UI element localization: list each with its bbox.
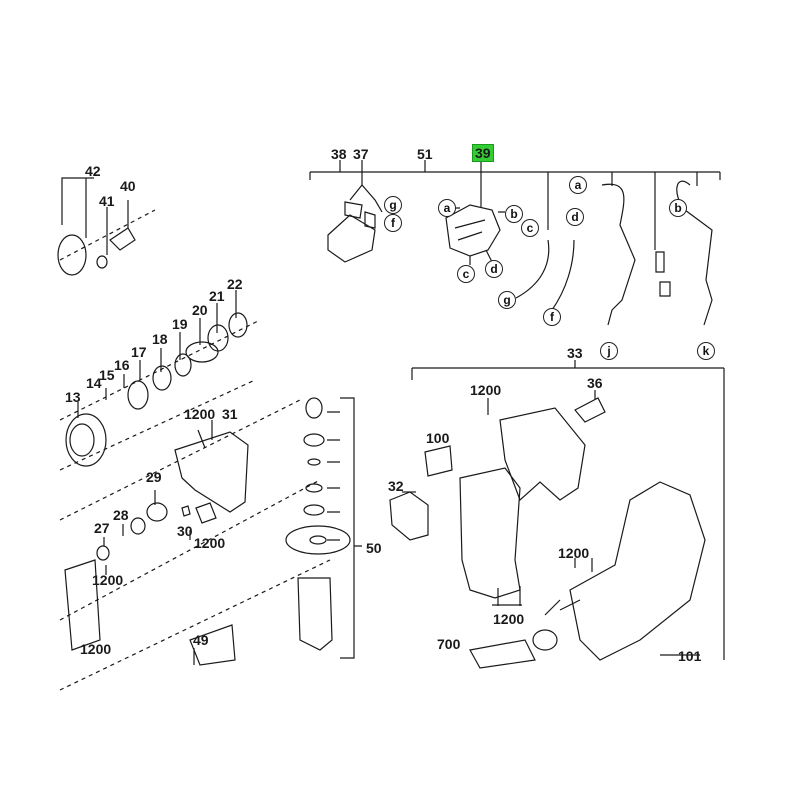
part-label-29: 29: [146, 469, 162, 485]
part-label-31: 31: [222, 406, 238, 422]
part-label-27: 27: [94, 520, 110, 536]
part-label-50: 50: [366, 540, 382, 556]
part-label-30: 30: [177, 523, 193, 539]
trigger-switch-shape: [445, 204, 501, 257]
callout-g-wire: g: [498, 291, 516, 309]
part-label-38: 38: [331, 146, 347, 162]
callout-a-wire: a: [569, 176, 587, 194]
part-label-16: 16: [114, 357, 130, 373]
callout-b-wire: b: [669, 199, 687, 217]
gear-13-shape: [65, 413, 107, 467]
part-label-1200-c: 1200: [92, 572, 124, 588]
part-label-18: 18: [152, 331, 168, 347]
part-label-1200-e: 1200: [470, 382, 502, 398]
armature-group-bracket: [340, 397, 362, 659]
part-label-51: 51: [417, 146, 433, 162]
part-label-1200-f: 1200: [558, 545, 590, 561]
part-label-14: 14: [86, 375, 102, 391]
handle-101-shape: [569, 481, 706, 661]
callout-f-wire: f: [543, 308, 561, 326]
gear-housing-31-shape: [174, 431, 249, 513]
callout-k: k: [697, 342, 715, 360]
part-label-41: 41: [99, 193, 115, 209]
part-label-21: 21: [209, 288, 225, 304]
part-label-40: 40: [120, 178, 136, 194]
callout-c-39: c: [457, 265, 475, 283]
callout-c-wire: c: [521, 219, 539, 237]
callout-f-38: f: [384, 214, 402, 232]
wire-c: [515, 239, 550, 299]
part-label-32: 32: [388, 478, 404, 494]
wire-j: [601, 183, 636, 326]
wire-k: [676, 180, 713, 326]
part-label-1200-d: 1200: [80, 641, 112, 657]
part-label-1200-g: 1200: [493, 611, 525, 627]
callout-b-39: b: [505, 205, 523, 223]
housing-group-bracket: [411, 367, 725, 660]
part-label-19: 19: [172, 316, 188, 332]
part-label-37: 37: [353, 146, 369, 162]
part-label-28: 28: [113, 507, 129, 523]
part-label-39-highlighted: 39: [472, 144, 494, 162]
part-label-1200-b: 1200: [194, 535, 226, 551]
callout-j: j: [600, 342, 618, 360]
part-label-22: 22: [227, 276, 243, 292]
part-label-100: 100: [426, 430, 450, 446]
part-label-42: 42: [85, 163, 101, 179]
callout-d-39: d: [485, 260, 503, 278]
part-label-17: 17: [131, 344, 147, 360]
part-label-33: 33: [567, 345, 583, 361]
part-label-36: 36: [587, 375, 603, 391]
wire-d: [551, 239, 575, 311]
callout-a-39: a: [438, 199, 456, 217]
part-label-101: 101: [678, 648, 702, 664]
part-label-49: 49: [193, 632, 209, 648]
part-label-1200-a: 1200: [184, 406, 216, 422]
callout-g-38: g: [384, 196, 402, 214]
top-group-bracket: [309, 171, 721, 180]
armature-shape: [297, 577, 333, 651]
switch-housing-shape: [327, 214, 376, 263]
part-label-700: 700: [437, 636, 461, 652]
part-label-15: 15: [99, 367, 115, 383]
motor-housing-33-shape: [459, 467, 521, 599]
part-label-20: 20: [192, 302, 208, 318]
callout-d-wire: d: [566, 208, 584, 226]
part-label-13: 13: [65, 389, 81, 405]
